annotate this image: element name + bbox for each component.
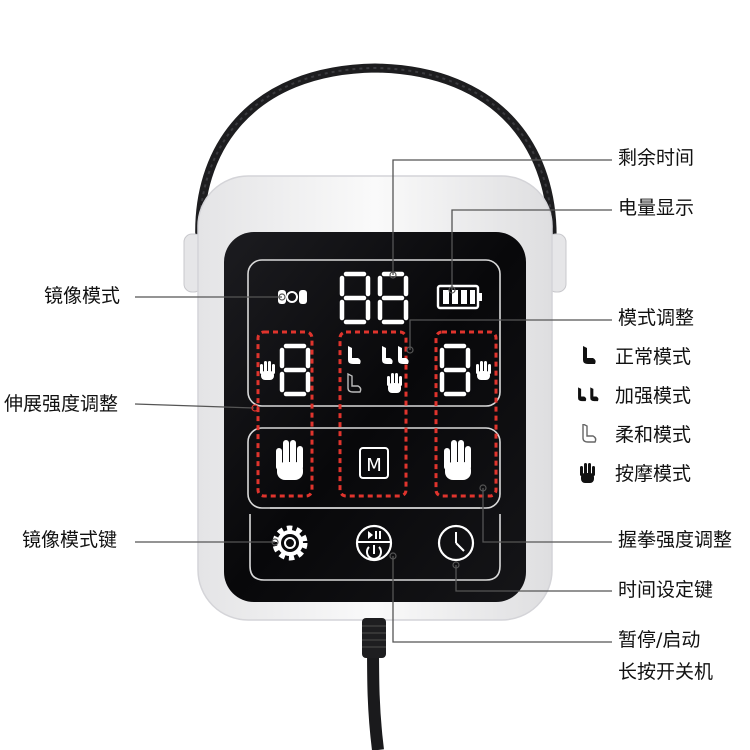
massage-hand-icon: [575, 461, 601, 485]
mode-label: 正常模式: [615, 346, 692, 368]
label-long-press-power: 长按开关机: [618, 661, 714, 683]
display-frame: [247, 259, 501, 407]
control-panel: [224, 232, 526, 602]
double-arm-icon: [575, 383, 601, 407]
battery-icon: [436, 284, 482, 310]
right-strength-digit: [439, 343, 471, 397]
cable-strain-relief: [362, 618, 386, 658]
mid-zone: [338, 330, 408, 498]
label-mode-adjust: 模式调整: [618, 307, 695, 329]
label-grip-strength: 握拳强度调整: [618, 529, 733, 551]
label-mirror-mode: 镜像模式: [44, 285, 121, 307]
m-button-label: M: [366, 455, 382, 476]
mode-legend-massage: 按摩模式: [575, 459, 691, 486]
label-battery-display: 电量显示: [618, 197, 695, 219]
outline-arm-icon: [575, 422, 601, 446]
label-extend-strength: 伸展强度调整: [4, 393, 119, 415]
clock-icon: [437, 524, 475, 562]
left-zone: [256, 330, 314, 498]
panel-outline-arm-icon: [347, 372, 362, 393]
power-play-icon: [355, 524, 393, 562]
panel-massage-hand-icon: [387, 373, 402, 393]
left-open-hand-icon: [260, 361, 275, 380]
single-arm-icon: [575, 344, 601, 368]
label-time-setting-key: 时间设定键: [618, 579, 714, 601]
label-mirror-mode-key: 镜像模式键: [22, 529, 118, 551]
panel-single-arm-icon: [348, 346, 361, 364]
panel-double-arm-icon: [382, 346, 409, 364]
mode-label: 按摩模式: [615, 463, 692, 485]
callout-lines: [134, 159, 612, 643]
mode-label: 柔和模式: [615, 424, 692, 446]
mode-legend-enhanced: 加强模式: [575, 381, 691, 408]
mode-legend-soft: 柔和模式: [575, 420, 691, 447]
grip-hand-button-icon: [444, 440, 471, 480]
right-fist-icon: [476, 361, 491, 380]
left-strength-digit: [279, 343, 311, 397]
m-button-frame: [359, 447, 389, 479]
mode-label: 加强模式: [615, 385, 692, 407]
label-pause-start: 暂停/启动: [618, 629, 701, 651]
label-remaining-time: 剩余时间: [618, 147, 695, 169]
gear-icon: [272, 525, 308, 561]
right-zone: [434, 330, 498, 498]
time-display: [339, 271, 409, 325]
extend-hand-button-icon: [276, 440, 303, 480]
mode-legend-normal: 正常模式: [575, 342, 691, 369]
